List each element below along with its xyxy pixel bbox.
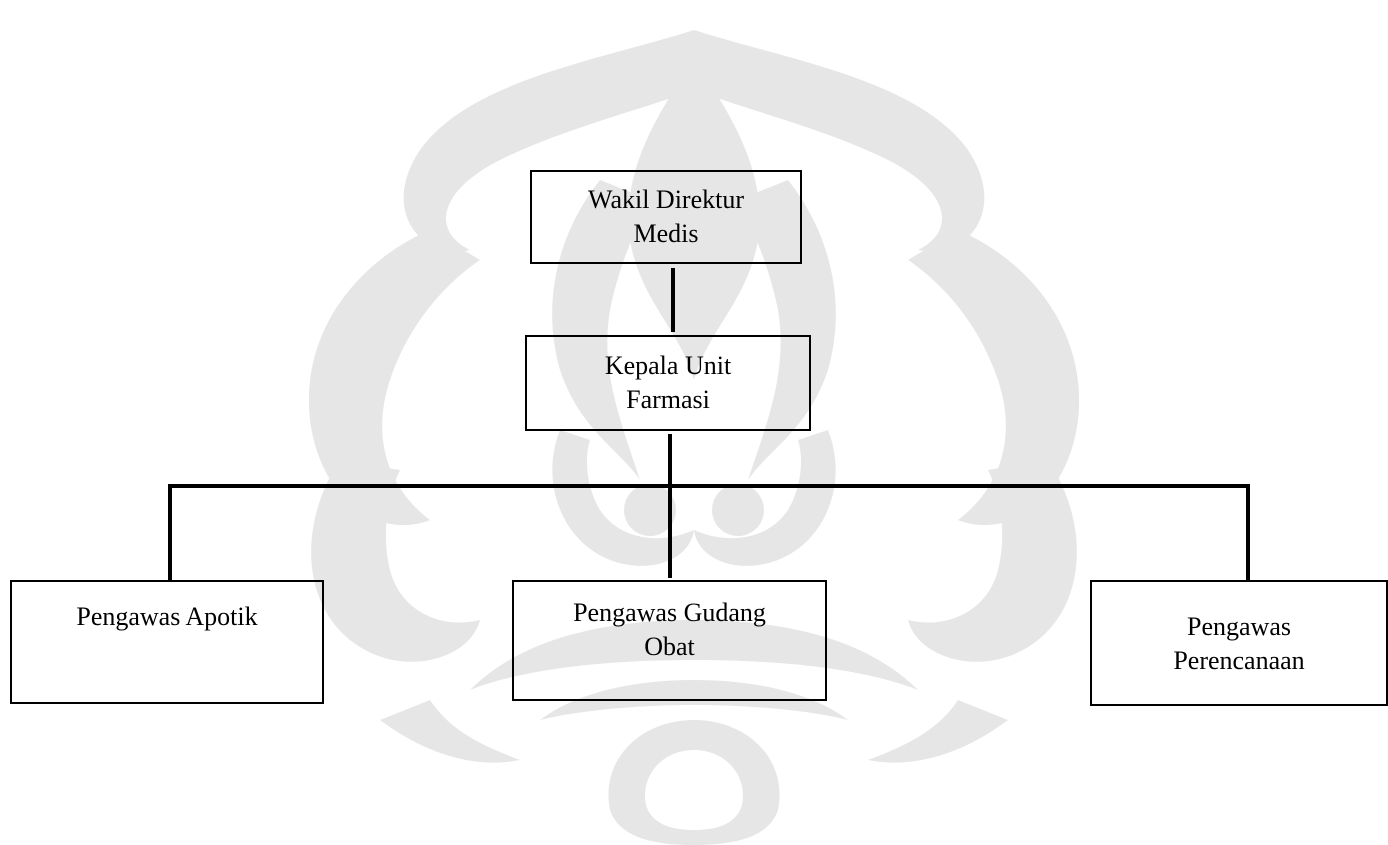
node-wakil-direktur-medis: Wakil Direktur Medis [530,170,802,264]
node-label: Pengawas Perencanaan [1173,612,1305,675]
node-pengawas-apotik: Pengawas Apotik [10,580,324,704]
node-kepala-unit-farmasi: Kepala Unit Farmasi [525,335,811,431]
node-label: Wakil Direktur Medis [587,185,745,248]
node-label: Pengawas Apotik [76,602,258,631]
node-pengawas-perencanaan: Pengawas Perencanaan [1090,580,1388,706]
node-label: Pengawas Gudang Obat [573,598,766,661]
node-label: Kepala Unit Farmasi [604,351,732,414]
node-pengawas-gudang-obat: Pengawas Gudang Obat [512,580,827,701]
